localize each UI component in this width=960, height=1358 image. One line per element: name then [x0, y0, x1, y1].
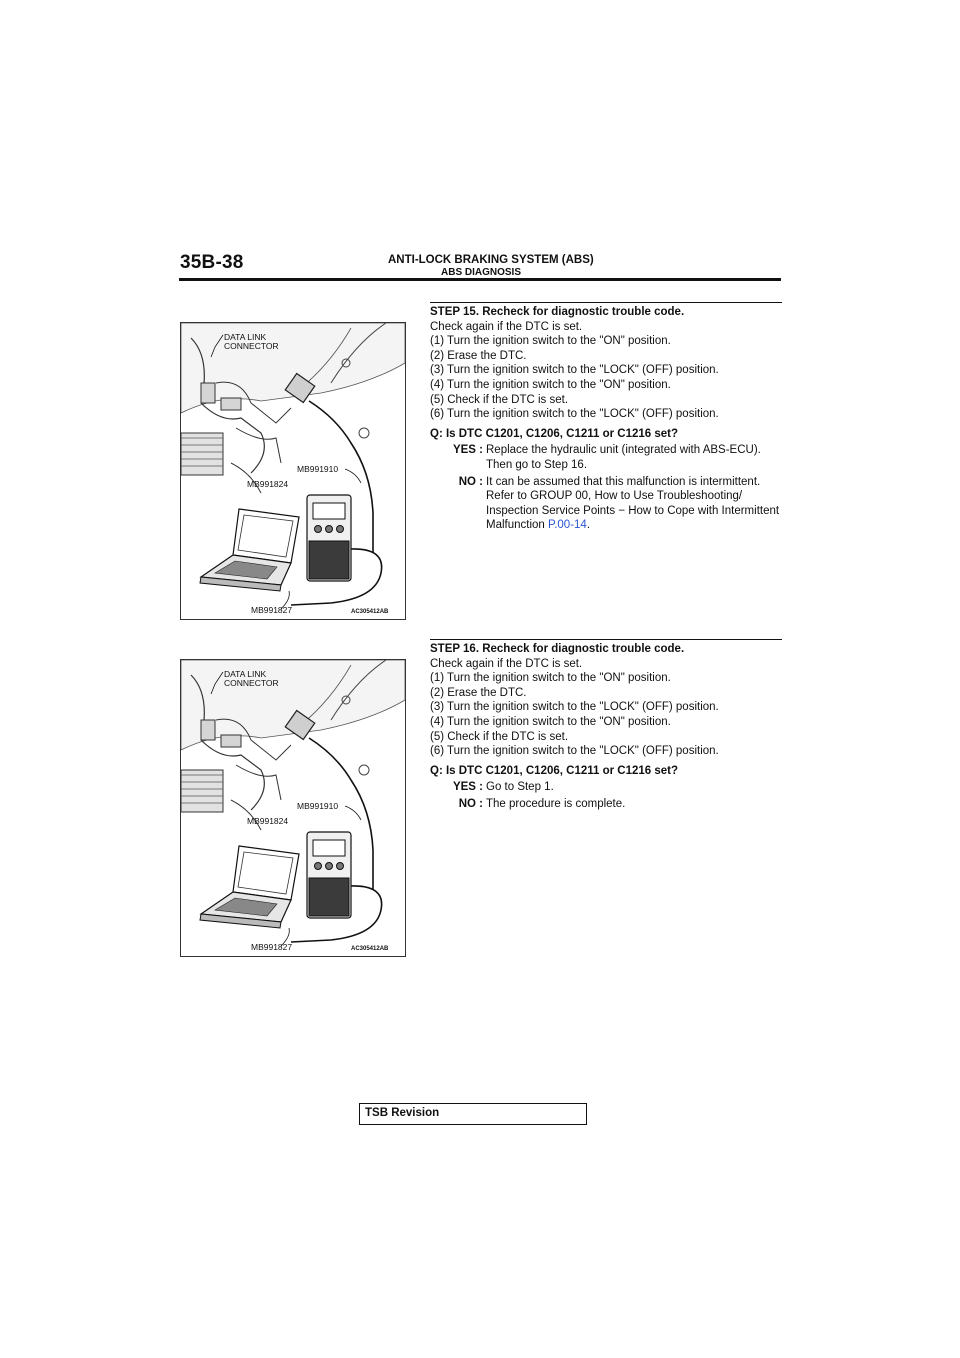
- step-item: (5) Check if the DTC is set.: [430, 393, 569, 406]
- answer-no: NO : The procedure is complete.: [430, 797, 782, 812]
- step-item: (1) Turn the ignition switch to the "ON"…: [430, 672, 671, 685]
- step-item: (5) Check if the DTC is set.: [430, 730, 569, 743]
- step-title: STEP 15. Recheck for diagnostic trouble …: [430, 306, 685, 318]
- yes-text: Go to Step 1.: [486, 781, 554, 794]
- answer-no: NO : It can be assumed that this malfunc…: [430, 475, 782, 533]
- step-item: (6) Turn the ignition switch to the "LOC…: [430, 745, 719, 758]
- answer-yes: YES : Replace the hydraulic unit (integr…: [430, 443, 782, 472]
- no-label: NO :: [458, 797, 483, 810]
- step-16: STEP 16. Recheck for diagnostic trouble …: [430, 639, 782, 812]
- section-title: ANTI-LOCK BRAKING SYSTEM (ABS): [388, 254, 594, 266]
- answer-yes: YES : Go to Step 1.: [430, 780, 782, 795]
- figure-scan-tool-connection-2: DATA LINK CONNECTOR MB991910 MB991824 MB…: [180, 659, 406, 957]
- yes-text: Replace the hydraulic unit (integrated w…: [486, 444, 761, 471]
- step-intro: Check again if the DTC is set.: [430, 320, 583, 333]
- step-question: Q: Is DTC C1201, C1206, C1211 or C1216 s…: [430, 764, 679, 777]
- yes-label: YES :: [452, 444, 483, 457]
- step-item: (1) Turn the ignition switch to the "ON"…: [430, 335, 671, 348]
- reference-link[interactable]: P.00-14: [548, 519, 587, 532]
- label-mb991910: MB991910: [297, 464, 338, 474]
- step-question: Q: Is DTC C1201, C1206, C1211 or C1216 s…: [430, 427, 679, 440]
- label-mb991827: MB991827: [251, 605, 292, 615]
- tsb-revision-box: TSB Revision: [359, 1103, 587, 1125]
- scan-tool-diagram: DATA LINK CONNECTOR MB991910 MB991824 MB…: [181, 660, 405, 952]
- no-answer: It can be assumed that this malfunction …: [486, 475, 782, 533]
- step-item: (3) Turn the ignition switch to the "LOC…: [430, 701, 719, 714]
- no-text: The procedure is complete.: [486, 797, 626, 810]
- step-item: (6) Turn the ignition switch to the "LOC…: [430, 408, 719, 421]
- no-text-end: .: [586, 519, 591, 532]
- step-item: (4) Turn the ignition switch to the "ON"…: [430, 378, 671, 391]
- step-item: (2) Erase the DTC.: [430, 349, 527, 362]
- step-divider: [430, 302, 782, 303]
- step-divider: [430, 639, 782, 640]
- no-text: It can be assumed that this malfunction …: [486, 475, 780, 532]
- figure-code: AC305412AB: [351, 609, 389, 615]
- scan-tool-diagram: DATA LINK CONNECTOR MB991910 MB991824 MB…: [181, 323, 405, 615]
- step-intro: Check again if the DTC is set.: [430, 657, 583, 670]
- step-15: STEP 15. Recheck for diagnostic trouble …: [430, 302, 782, 533]
- step-title: STEP 16. Recheck for diagnostic trouble …: [430, 643, 685, 655]
- figure-scan-tool-connection-1: DATA LINK CONNECTOR MB991910 MB991824 MB…: [180, 322, 406, 620]
- step-item: (4) Turn the ignition switch to the "ON"…: [430, 715, 671, 728]
- header-divider: [179, 278, 781, 281]
- tsb-revision-label: TSB Revision: [365, 1107, 440, 1119]
- no-label: NO :: [458, 475, 483, 488]
- label-connector: CONNECTOR: [224, 678, 279, 688]
- step-item: (2) Erase the DTC.: [430, 686, 527, 699]
- label-mb991824: MB991824: [247, 816, 288, 826]
- section-subtitle: ABS DIAGNOSIS: [441, 267, 522, 278]
- label-connector: CONNECTOR: [224, 341, 279, 351]
- label-data-link-1: DATA LINK: [224, 332, 267, 342]
- figure-code: AC305412AB: [351, 946, 389, 952]
- label-mb991910: MB991910: [297, 801, 338, 811]
- label-mb991824: MB991824: [247, 479, 288, 489]
- label-data-link-1: DATA LINK: [224, 669, 267, 679]
- page-number: 35B-38: [180, 252, 244, 273]
- label-mb991827: MB991827: [251, 942, 292, 952]
- yes-label: YES :: [452, 781, 483, 794]
- step-item: (3) Turn the ignition switch to the "LOC…: [430, 364, 719, 377]
